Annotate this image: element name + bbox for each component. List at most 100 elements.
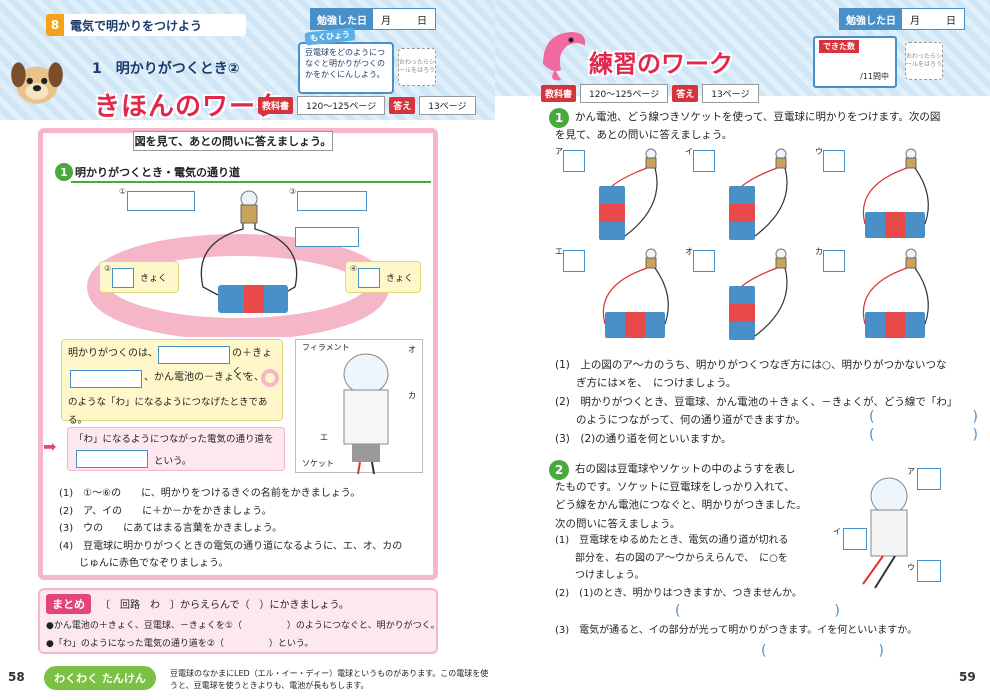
answer-box-3b[interactable] (295, 227, 359, 247)
socket-diagram: ア イ ウ (833, 466, 965, 594)
circuit-drawing (599, 148, 658, 240)
score-value: /11問中 (860, 72, 889, 81)
waku-label: わくわく たんけん (44, 666, 156, 690)
question-3: (3) ウの にあてはまる言葉をかきましょう。 (59, 523, 283, 534)
question-2-badge: 2 (549, 460, 569, 480)
socket-box-c[interactable] (917, 560, 941, 582)
explanation-panel: 明かりがつくのは、 の＋きょく、 、かん電池の－きょくを、 のような「わ」になる… (61, 339, 283, 426)
blank-6[interactable] (70, 370, 142, 388)
socket-box-b[interactable] (843, 528, 867, 550)
score-box: できた数 /11問中 (813, 36, 897, 88)
question-2-items: (1) 豆電球をゆるめたとき、電気の通り道が切れる 部分を、右の図のア～ウからえ… (555, 535, 802, 599)
bulb-drawing (343, 353, 389, 475)
question-4b: じゅんに赤色でなぞりましょう。 (59, 558, 229, 569)
instruction: 図を見て、あとの問いに答えましょう。 (133, 131, 333, 151)
filament-label: フィラメント (302, 343, 350, 352)
textbook-reference-right: 教科書 120～125ページ 答え 13ページ (541, 84, 759, 103)
answer-paren-q2-3[interactable]: ( ) (761, 643, 884, 659)
answer-label: 答え (389, 97, 416, 114)
summary-line-1: ●かん電池の＋きょく、豆電球、－きょくを①（ ）のようにつなぐと、明かりがつく。 (46, 621, 440, 631)
answer-paren-3[interactable]: ( ) (869, 427, 978, 443)
answer-page: 13ページ (419, 96, 476, 115)
answer-paren-2[interactable]: ( ) (869, 409, 978, 425)
studied-date: 勉強した日 月 日 (310, 8, 436, 30)
arrow-icon: ➡ (43, 437, 57, 456)
summary-choices: 〔 回路 わ 〕からえらんで（ ）にかきましょう。 (100, 600, 349, 611)
terminal-box-a[interactable] (112, 268, 134, 288)
bulb-cross-section: フィラメント ソケット オ カ エ (295, 339, 423, 475)
textbook-label: 教科書 (258, 97, 294, 114)
studied-label: 勉強した日 (311, 9, 373, 29)
goal-box: 豆電球をどのようにつなぐと明かりがつくのかをかくにんしよう。 (298, 42, 394, 94)
circuit-panel: イ (685, 146, 810, 242)
goal-text: 豆電球をどのようにつなぐと明かりがつくのかをかくにんしよう。 (305, 48, 385, 79)
question-2: (2) ア、イの に＋か－かをかきましょう。 (59, 505, 272, 517)
section-title: 明かりがつくとき・電気の通り道 (71, 163, 431, 183)
blank-path[interactable] (76, 450, 148, 468)
summary-tag: まとめ (46, 594, 91, 614)
marker-1: ① (119, 187, 127, 196)
right-page: 勉強した日 月 日 練習のワーク できた数 /11問中 おわったらシールをはろう… (495, 0, 990, 700)
circuit-drawing (862, 148, 929, 238)
socket-label: ソケット (302, 459, 334, 468)
exercise-frame: 図を見て、あとの問いに答えましょう。 1 明かりがつくとき・電気の通り道 ① ③… (38, 128, 438, 580)
circuit-answer-box[interactable] (693, 150, 715, 172)
circuit-answer-box[interactable] (823, 250, 845, 272)
answer-box-1[interactable] (127, 191, 195, 211)
question-list: (1) ①～⑥の に、明かりをつけるきぐの名前をかきましょう。 (2) ア、イの… (59, 485, 402, 573)
socket-box-a[interactable] (917, 468, 941, 490)
ring-icon (261, 369, 279, 387)
circuit-panel: ウ (815, 146, 940, 242)
question-1-items: (1) 上の図のア～カのうち、明かりがつくつなぎ方には○、明かりがつかないつな … (555, 359, 958, 445)
day-label: 日 (417, 15, 427, 27)
sticker-area-right: おわったらシールをはろう (905, 42, 943, 80)
question-2-text: 右の図は豆電球やソケットの中のようすを表し (575, 463, 796, 475)
circuit-panel: ア (555, 146, 680, 242)
textbook-pages: 120～125ページ (297, 96, 386, 115)
page-number-right: 59 (959, 670, 976, 684)
lesson-title: 1 明かりがつくとき② (92, 61, 240, 77)
marker-o: オ (408, 345, 416, 354)
answer-box-3[interactable] (297, 191, 367, 211)
dolphin-mascot-icon (543, 32, 586, 81)
question-1-badge: 1 (549, 108, 569, 128)
question-1-text: かん電池、どう線つきソケットを使って、豆電球に明かりをつけます。次の図 (575, 111, 941, 123)
basic-work-title: きほんのワーク (94, 92, 284, 122)
circuit-answer-box[interactable] (563, 150, 585, 172)
marker-ka: カ (408, 391, 416, 400)
unit-number: 8 (46, 14, 64, 36)
terminal-box-b[interactable] (358, 268, 380, 288)
circuit-label: オ (685, 247, 693, 256)
circuit-answer-box[interactable] (823, 150, 845, 172)
summary-box: まとめ 〔 回路 わ 〕からえらんで（ ）にかきましょう。 ●かん電池の＋きょく… (38, 588, 440, 654)
summary-line-2: ●「わ」のようになった電気の通り道を②（ ）という。 (46, 639, 314, 649)
circuit-drawing (602, 248, 669, 338)
circuit-drawing (729, 248, 788, 340)
month-label: 月 (381, 15, 391, 27)
circuit-answer-box[interactable] (563, 250, 585, 272)
circuit-answer-box[interactable] (693, 250, 715, 272)
textbook-reference: 教科書 120～125ページ 答え 13ページ (258, 96, 476, 115)
left-footer: 58 わくわく たんけん 豆電球のなかまにLED（エル・イー・ディー）電球という… (0, 660, 495, 700)
circuit-drawing (862, 248, 929, 338)
left-page: 8 電気で明かりをつけよう 1 明かりがつくとき② きほんのワーク 勉強した日 … (0, 0, 495, 700)
terminal-panel-a: ② きょく (99, 261, 179, 293)
unit-band: 8 電気で明かりをつけよう (46, 14, 246, 36)
right-header: 勉強した日 月 日 練習のワーク できた数 /11問中 おわったらシールをはろう… (495, 0, 990, 103)
circuit-label: エ (555, 247, 563, 256)
circuit-label: イ (685, 147, 693, 156)
circuit-label: ア (555, 147, 563, 156)
answer-paren-q2-2[interactable]: ( ) (675, 603, 840, 619)
marker-e: エ (320, 433, 328, 442)
marker-3: ③ (289, 187, 297, 196)
circuit-panel: エ (555, 246, 680, 342)
terminal-panel-b: ④ きょく (345, 261, 421, 293)
dog-mascot-icon (11, 62, 63, 104)
path-panel: 「わ」になるようにつながった電気の通り道を という。 (67, 427, 285, 471)
socket-drawing (862, 477, 908, 589)
practice-work-title: 練習のワーク (589, 50, 733, 78)
sticker-area: おわったらシールをはろう (398, 48, 436, 86)
circuit-label: ウ (815, 147, 823, 156)
blank-5[interactable] (158, 346, 230, 364)
circuit-panel: カ (815, 246, 940, 342)
